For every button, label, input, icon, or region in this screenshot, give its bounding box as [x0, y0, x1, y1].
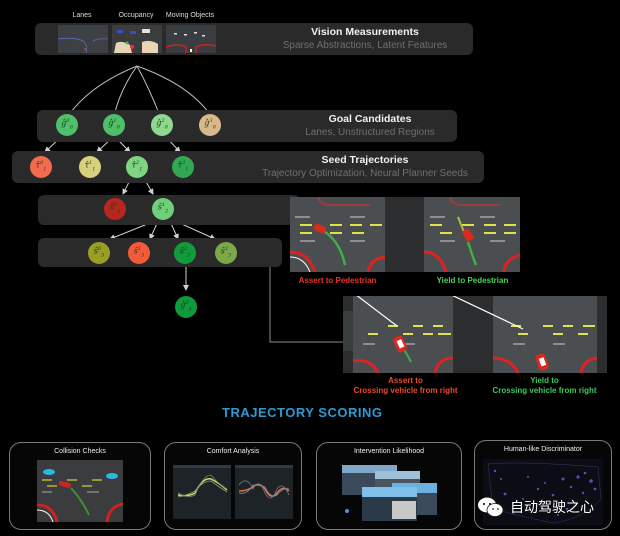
thumb-label-lanes: Lanes: [72, 12, 92, 19]
yield-crossing-caption-line1: Yield to: [530, 376, 559, 385]
intervention-likelihood-title: Intervention Likelihood: [353, 448, 425, 455]
level3-node-0: ŝ03: [88, 242, 110, 264]
yield-pedestrian-caption: Yield to Pedestrian: [436, 276, 509, 285]
level2-node-1: ŝ12: [152, 198, 174, 220]
level2-node-0: ŝ02: [104, 198, 126, 220]
moving-objects-thumbnail: [166, 25, 216, 53]
goal-candidates-title: Goal Candidates: [328, 113, 412, 125]
seed-node-1: τ̂11: [79, 156, 101, 178]
intervention-likelihood-image: [342, 465, 437, 521]
collision-checks-card: Collision Checks: [9, 442, 151, 530]
level3-node-1: ŝ13: [128, 242, 150, 264]
comfort-chart-left: [173, 465, 231, 519]
wechat-icon: [478, 497, 504, 517]
elbow-connector: [269, 260, 352, 343]
assert-crossing-caption-line1: Assert to: [388, 376, 423, 385]
level3-node-2: ŝ23: [174, 242, 196, 264]
seed-node-3: τ̂31: [172, 156, 194, 178]
yield-crossing-caption-line2: Crossing vehicle from right: [492, 386, 597, 395]
lanes-thumbnail: [58, 25, 108, 53]
comfort-analysis-card: Comfort Analysis: [164, 442, 302, 530]
seed-trajectories-subtitle: Trajectory Optimization, Neural Planner …: [262, 168, 468, 179]
crossing-scenes-panel: [343, 296, 607, 373]
vision-measurements-title: Vision Measurements: [311, 26, 419, 38]
seed-node-2: τ̂21: [126, 156, 148, 178]
level3-band: [38, 238, 282, 267]
level4-node-0: ĝ04: [175, 296, 197, 318]
trajectory-scoring-title: TRAJECTORY SCORING: [222, 405, 383, 420]
thumb-label-moving-objects: Moving Objects: [165, 12, 215, 19]
occupancy-thumbnail: [112, 25, 162, 53]
root-to-goals-links: [67, 65, 212, 117]
level3-node-3: ŝ23: [215, 242, 237, 264]
thumb-label-occupancy: Occupancy: [118, 12, 154, 19]
watermark-text: 自动驾驶之心: [510, 500, 594, 516]
seed-node-0: τ̂01: [30, 156, 52, 178]
vision-measurements-band: [35, 23, 473, 55]
goal-candidates-subtitle: Lanes, Unstructured Regions: [305, 127, 435, 138]
pedestrian-scenes-image: [290, 197, 520, 272]
goal-node-0: ĝ00: [56, 114, 78, 136]
human-like-discriminator-title: Human-like Discriminator: [503, 446, 583, 453]
goal-node-2: ĝ20: [151, 114, 173, 136]
pedestrian-scenes-panel: [290, 197, 520, 272]
crossing-scenes-image: [343, 296, 598, 373]
human-like-discriminator-card: Human-like Discriminator: [474, 440, 612, 530]
comfort-analysis-title: Comfort Analysis: [206, 448, 260, 455]
assert-pedestrian-caption: Assert to Pedestrian: [298, 276, 377, 285]
intervention-likelihood-card: Intervention Likelihood: [316, 442, 462, 530]
collision-checks-title: Collision Checks: [54, 448, 106, 455]
collision-checks-image: [37, 460, 123, 522]
comfort-chart-right: [235, 465, 293, 519]
us-map-density-image: [483, 459, 603, 525]
goal-node-3: ĝ30: [199, 114, 221, 136]
goal-node-1: ĝ10: [103, 114, 125, 136]
watermark: 自动驾驶之心: [476, 492, 616, 522]
vision-measurements-subtitle: Sparse Abstractions, Latent Features: [282, 40, 448, 51]
seed-trajectories-title: Seed Trajectories: [321, 154, 409, 166]
assert-crossing-caption-line2: Crossing vehicle from right: [353, 386, 458, 395]
